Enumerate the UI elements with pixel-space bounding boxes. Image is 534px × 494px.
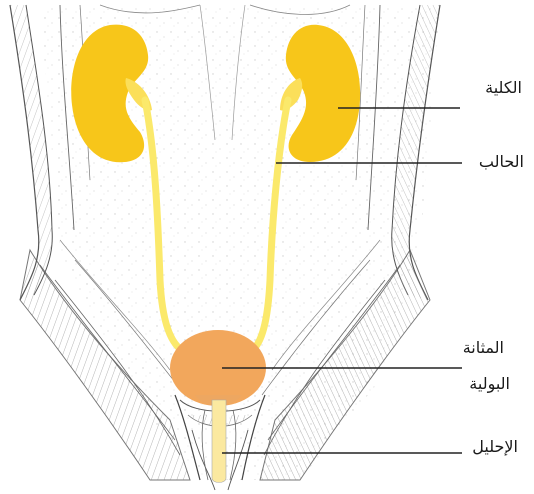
ureter-label: الحالب: [479, 152, 524, 171]
bladder-label-line2: البولية: [469, 374, 510, 393]
bladder-label-line1: المثانة: [463, 338, 504, 357]
kidney-label: الكلية: [485, 78, 522, 97]
urethra-label: الإحليل: [472, 437, 518, 456]
urethra: [212, 400, 226, 483]
